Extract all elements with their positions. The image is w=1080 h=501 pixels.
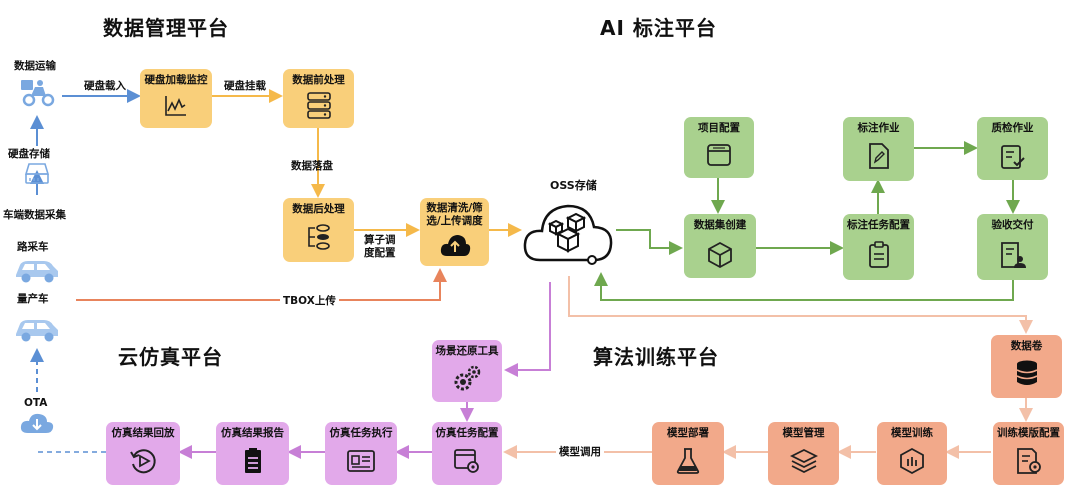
cloud-download-icon bbox=[20, 413, 54, 433]
checklist-icon bbox=[1000, 145, 1025, 169]
platform-title-ai-annotation: AI 标注平台 bbox=[600, 16, 717, 40]
node-label: 场景还原工具 bbox=[435, 345, 499, 357]
platform-title-algo-training: 算法训练平台 bbox=[593, 345, 719, 369]
database-icon bbox=[1016, 360, 1037, 385]
document-gear-icon bbox=[1016, 448, 1041, 474]
node-label: 项目配置 bbox=[698, 122, 740, 134]
clipboard-icon bbox=[868, 241, 889, 268]
arrow-oss-to-dataset bbox=[616, 229, 683, 255]
oss-cloud-icon[interactable] bbox=[520, 194, 616, 276]
node-label: 数据前处理 bbox=[292, 74, 345, 86]
oss-label: OSS存储 bbox=[550, 179, 597, 192]
edge-label-disk-mount: 硬盘挂载 bbox=[224, 80, 266, 92]
label-disk-storage: 硬盘存储 bbox=[8, 148, 50, 160]
node-model-mgmt[interactable]: 模型管理 bbox=[768, 422, 839, 485]
node-label: 仿真任务配置 bbox=[435, 427, 499, 439]
node-clean-filter-upload[interactable]: 数据清洗/筛选/上传调度 bbox=[420, 198, 489, 266]
node-label: 质检作业 bbox=[991, 122, 1034, 134]
production-car-icon bbox=[16, 320, 58, 342]
node-label: 标注作业 bbox=[857, 122, 900, 134]
window-icon bbox=[707, 144, 731, 166]
node-label: 仿真结果报告 bbox=[221, 427, 284, 439]
node-sim-task-config[interactable]: 仿真任务配置 bbox=[432, 422, 502, 485]
layers-icon bbox=[789, 448, 818, 474]
node-label: 模型训练 bbox=[891, 427, 933, 439]
report-icon bbox=[244, 448, 261, 473]
edge-label-operator-config: 算子调度配置 bbox=[364, 234, 396, 259]
label-data-transport: 数据运输 bbox=[14, 60, 56, 72]
node-disk-load-monitor[interactable]: 硬盘加载监控 bbox=[140, 69, 212, 128]
edge-label-model-call: 模型调用 bbox=[556, 446, 604, 459]
node-label: 标注任务配置 bbox=[847, 219, 910, 231]
node-scene-restore[interactable]: 场景还原工具 bbox=[432, 340, 502, 402]
node-label: 硬盘加载监控 bbox=[144, 74, 208, 86]
node-label: 仿真结果回放 bbox=[111, 427, 175, 439]
label-road-vehicle: 路采车 bbox=[17, 241, 49, 253]
node-project-config[interactable]: 项目配置 bbox=[684, 117, 754, 178]
edge-label-disk-load: 硬盘载入 bbox=[84, 80, 126, 92]
node-sim-report[interactable]: 仿真结果报告 bbox=[216, 422, 289, 485]
arrow-oss-to-datavolume bbox=[568, 276, 1033, 334]
cube-icon bbox=[708, 241, 732, 269]
delivery-scooter-icon bbox=[21, 80, 55, 107]
node-model-deploy[interactable]: 模型部署 bbox=[652, 422, 724, 485]
node-accept-delivery[interactable]: 验收交付 bbox=[977, 214, 1048, 280]
node-pre-processing[interactable]: 数据前处理 bbox=[283, 69, 354, 128]
label-production-vehicle: 量产车 bbox=[17, 293, 49, 305]
window-gear-icon bbox=[454, 449, 479, 473]
data-flow-icon bbox=[307, 224, 330, 250]
arrow-tbox-upload bbox=[76, 268, 447, 301]
arrow-oss-to-scene bbox=[504, 282, 551, 377]
node-label: 模型管理 bbox=[782, 427, 825, 439]
node-label: 数据后处理 bbox=[292, 203, 345, 215]
hard-disk-icon bbox=[24, 163, 50, 184]
road-car-icon bbox=[16, 261, 58, 283]
node-sim-task-exec[interactable]: 仿真任务执行 bbox=[325, 422, 397, 485]
node-label: 仿真任务执行 bbox=[329, 427, 393, 439]
node-label: 验收交付 bbox=[991, 219, 1034, 231]
edge-label-tbox-upload: TBOX上传 bbox=[280, 295, 339, 308]
gears-icon bbox=[454, 365, 481, 391]
edge-label-data-landing: 数据落盘 bbox=[291, 160, 333, 172]
node-label: 数据卷 bbox=[1010, 340, 1043, 352]
document-user-icon bbox=[1000, 242, 1026, 268]
server-stack-icon bbox=[306, 92, 331, 119]
node-template-config[interactable]: 训练模版配置 bbox=[993, 422, 1064, 485]
platform-title-data-mgmt: 数据管理平台 bbox=[103, 16, 229, 40]
node-sim-playback[interactable]: 仿真结果回放 bbox=[106, 422, 180, 485]
node-label: 数据集创建 bbox=[693, 219, 747, 231]
line-chart-icon bbox=[165, 96, 186, 116]
node-label-task-config[interactable]: 标注任务配置 bbox=[843, 214, 914, 280]
node-dataset-create[interactable]: 数据集创建 bbox=[684, 214, 756, 278]
node-label: 模型部署 bbox=[667, 427, 709, 439]
flask-icon bbox=[676, 448, 700, 474]
replay-icon bbox=[130, 449, 156, 474]
label-vehicle-collect: 车端数据采集 bbox=[3, 209, 66, 221]
label-ota: OTA bbox=[24, 397, 48, 409]
node-post-processing[interactable]: 数据后处理 bbox=[283, 198, 354, 262]
node-model-train[interactable]: 模型训练 bbox=[877, 422, 947, 485]
node-label-job[interactable]: 标注作业 bbox=[843, 117, 914, 181]
arrow-accept-to-oss bbox=[594, 272, 1014, 301]
document-edit-icon bbox=[868, 143, 889, 169]
cloud-upload-icon bbox=[440, 235, 470, 256]
node-label: 训练模版配置 bbox=[997, 427, 1060, 439]
training-chart-icon bbox=[900, 447, 924, 475]
node-data-volume[interactable]: 数据卷 bbox=[991, 335, 1062, 398]
node-qc-job[interactable]: 质检作业 bbox=[977, 117, 1048, 180]
platform-title-cloud-sim: 云仿真平台 bbox=[118, 345, 223, 369]
browser-list-icon bbox=[347, 450, 375, 472]
node-label: 数据清洗/筛选/上传调度 bbox=[426, 202, 483, 227]
